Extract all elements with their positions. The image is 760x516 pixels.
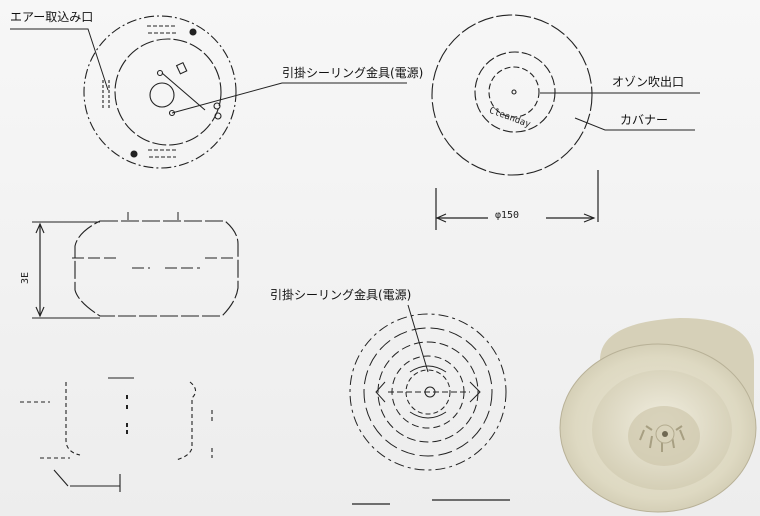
side-height-ext: [32, 221, 100, 319]
diameter-label: φ150: [495, 210, 520, 221]
cover-label: カバナー: [620, 113, 669, 127]
rear-center-circle: [149, 82, 175, 108]
height-label: 3E: [20, 271, 31, 284]
side-body-outline: [74, 220, 239, 317]
rear-vent-top: [147, 25, 177, 34]
bracket-left-ticks: [20, 401, 70, 459]
front-ring: [488, 66, 540, 118]
rear-screw: [168, 109, 176, 117]
device-outlet-hole: [662, 431, 668, 437]
rear-outer-circle: [83, 15, 237, 169]
rear-inner-circle: [114, 38, 222, 146]
side-top-ticks: [127, 212, 179, 220]
side-center-lines: [72, 257, 236, 269]
hook-ceiling-bottom-leader: [407, 304, 429, 373]
plate-ring-2: [363, 327, 493, 457]
ozone-outlet-label: オゾン吹出口: [612, 75, 685, 89]
diameter-arrow-left: [435, 213, 447, 223]
device-vent-slots: [639, 425, 685, 452]
air-intake-label: エアー取込み口: [10, 10, 94, 24]
rear-vent-bottom: [148, 149, 178, 158]
device-photo: [559, 318, 757, 513]
rear-hook-line: [161, 72, 206, 111]
bracket-dim-line: [53, 469, 121, 492]
rear-view: [10, 15, 407, 169]
front-outer-circle: [431, 14, 593, 176]
hook-ceiling-bottom-label: 引掛シーリング金具(電源): [270, 288, 412, 302]
plate-dim-line: [352, 499, 510, 505]
rear-hole-1: [213, 102, 221, 110]
rear-vent-dot-top: [189, 28, 197, 36]
plate-ring-1: [349, 313, 507, 471]
cover-leader: [574, 117, 695, 131]
hook-ceiling-top-label: 引掛シーリング金具(電源): [282, 66, 424, 80]
plate-hook-arcs: [409, 365, 447, 419]
ceiling-plate-view: [349, 304, 510, 505]
plate-side-arrows: [375, 381, 481, 403]
air-intake-leader: [10, 28, 109, 91]
diameter-ext-lines: [435, 170, 599, 230]
front-view: [431, 14, 700, 230]
bracket-left-edge: [65, 382, 81, 456]
diameter-arrow-right: [583, 213, 596, 223]
side-view: [32, 212, 239, 319]
rear-pin: [156, 69, 164, 77]
front-cover-circle: [474, 51, 556, 133]
side-height-arrows: [35, 222, 45, 318]
front-outlet: [511, 89, 517, 95]
bracket-view: [20, 377, 213, 492]
rear-vent-dot-bottom: [130, 150, 138, 158]
plate-ring-3: [377, 341, 479, 443]
bracket-right-edge: [175, 381, 197, 461]
hook-ceiling-top-leader: [171, 82, 407, 114]
rear-hole-2: [214, 112, 222, 120]
rear-slot: [175, 61, 188, 75]
